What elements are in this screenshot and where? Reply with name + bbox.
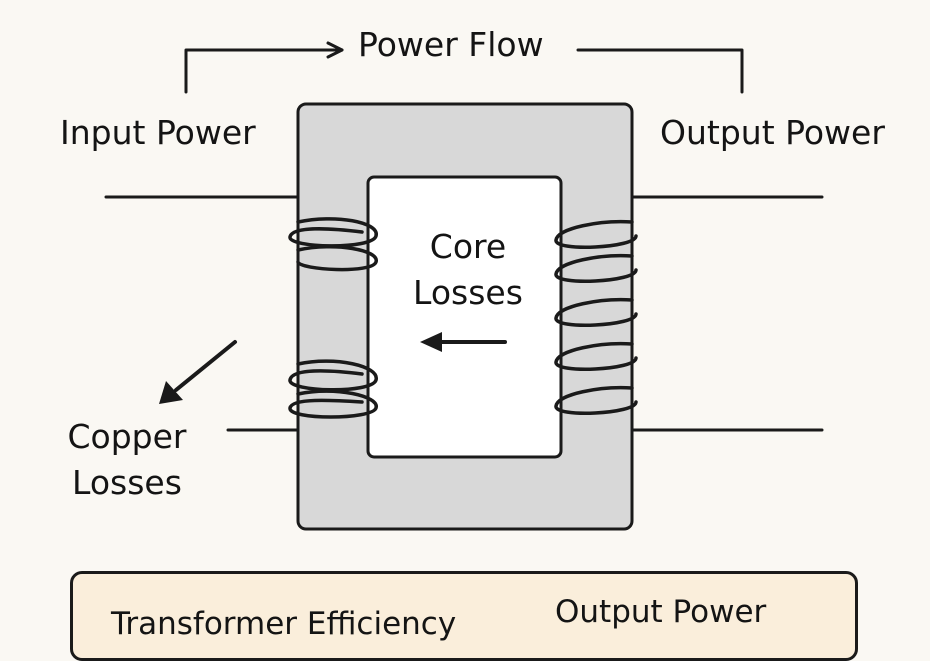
core-losses-label: Core Losses bbox=[398, 224, 538, 316]
copper-losses-line1: Copper bbox=[67, 417, 187, 456]
power-flow-bracket bbox=[184, 41, 744, 94]
copper-losses-line2: Losses bbox=[72, 463, 182, 502]
primary-winding bbox=[288, 217, 378, 419]
core-losses-line1: Core bbox=[429, 227, 507, 266]
secondary-winding bbox=[554, 219, 638, 415]
core-window bbox=[366, 175, 563, 459]
wires bbox=[104, 195, 824, 432]
formula-title: Transformer Efficiency bbox=[111, 606, 457, 642]
power-flow-label: Power Flow bbox=[358, 25, 544, 64]
output-power-label: Output Power bbox=[660, 113, 885, 152]
copper-losses-arrow bbox=[159, 340, 237, 404]
transformer-diagram bbox=[104, 41, 824, 531]
copper-losses-label: Copper Losses bbox=[52, 414, 202, 506]
efficiency-formula-box: Transformer Efficiency Output Power bbox=[70, 571, 858, 661]
formula-numerator: Output Power bbox=[555, 594, 767, 630]
core-losses-line2: Losses bbox=[413, 273, 523, 312]
input-power-label: Input Power bbox=[60, 113, 256, 152]
flux-arrow bbox=[420, 332, 507, 352]
